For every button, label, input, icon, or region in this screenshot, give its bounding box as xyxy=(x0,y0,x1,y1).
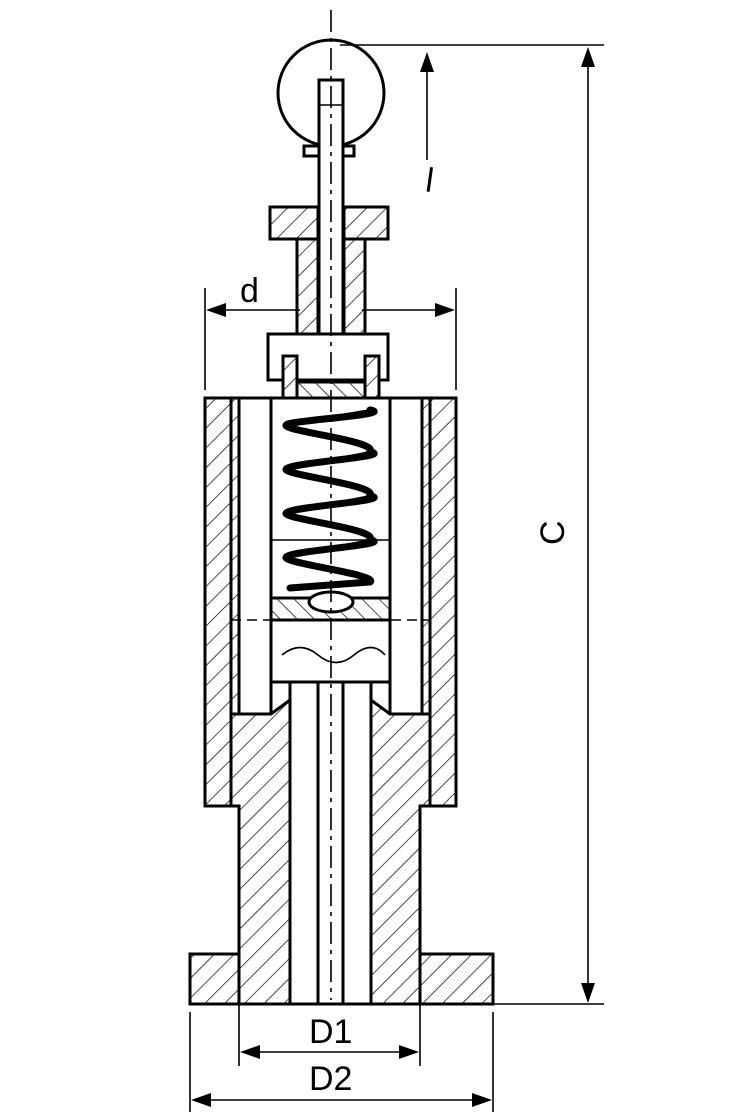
dimension-d2: D2 xyxy=(189,1012,494,1112)
label-d: d xyxy=(240,272,259,310)
spring-seat xyxy=(231,590,430,684)
nozzle-body xyxy=(229,680,432,1006)
dimension-d1: D1 xyxy=(238,1004,421,1066)
dimension-c: C xyxy=(340,44,604,1005)
dimension-d: d xyxy=(204,272,457,390)
label-d2: D2 xyxy=(309,1060,352,1098)
flange xyxy=(188,952,495,1006)
valve-body xyxy=(203,396,458,808)
label-l: l xyxy=(423,161,436,200)
dimension-l: l xyxy=(420,52,436,200)
spring xyxy=(282,406,378,592)
label-c: C xyxy=(534,520,572,545)
adjusting-nut xyxy=(266,332,390,408)
label-d1: D1 xyxy=(309,1013,352,1051)
